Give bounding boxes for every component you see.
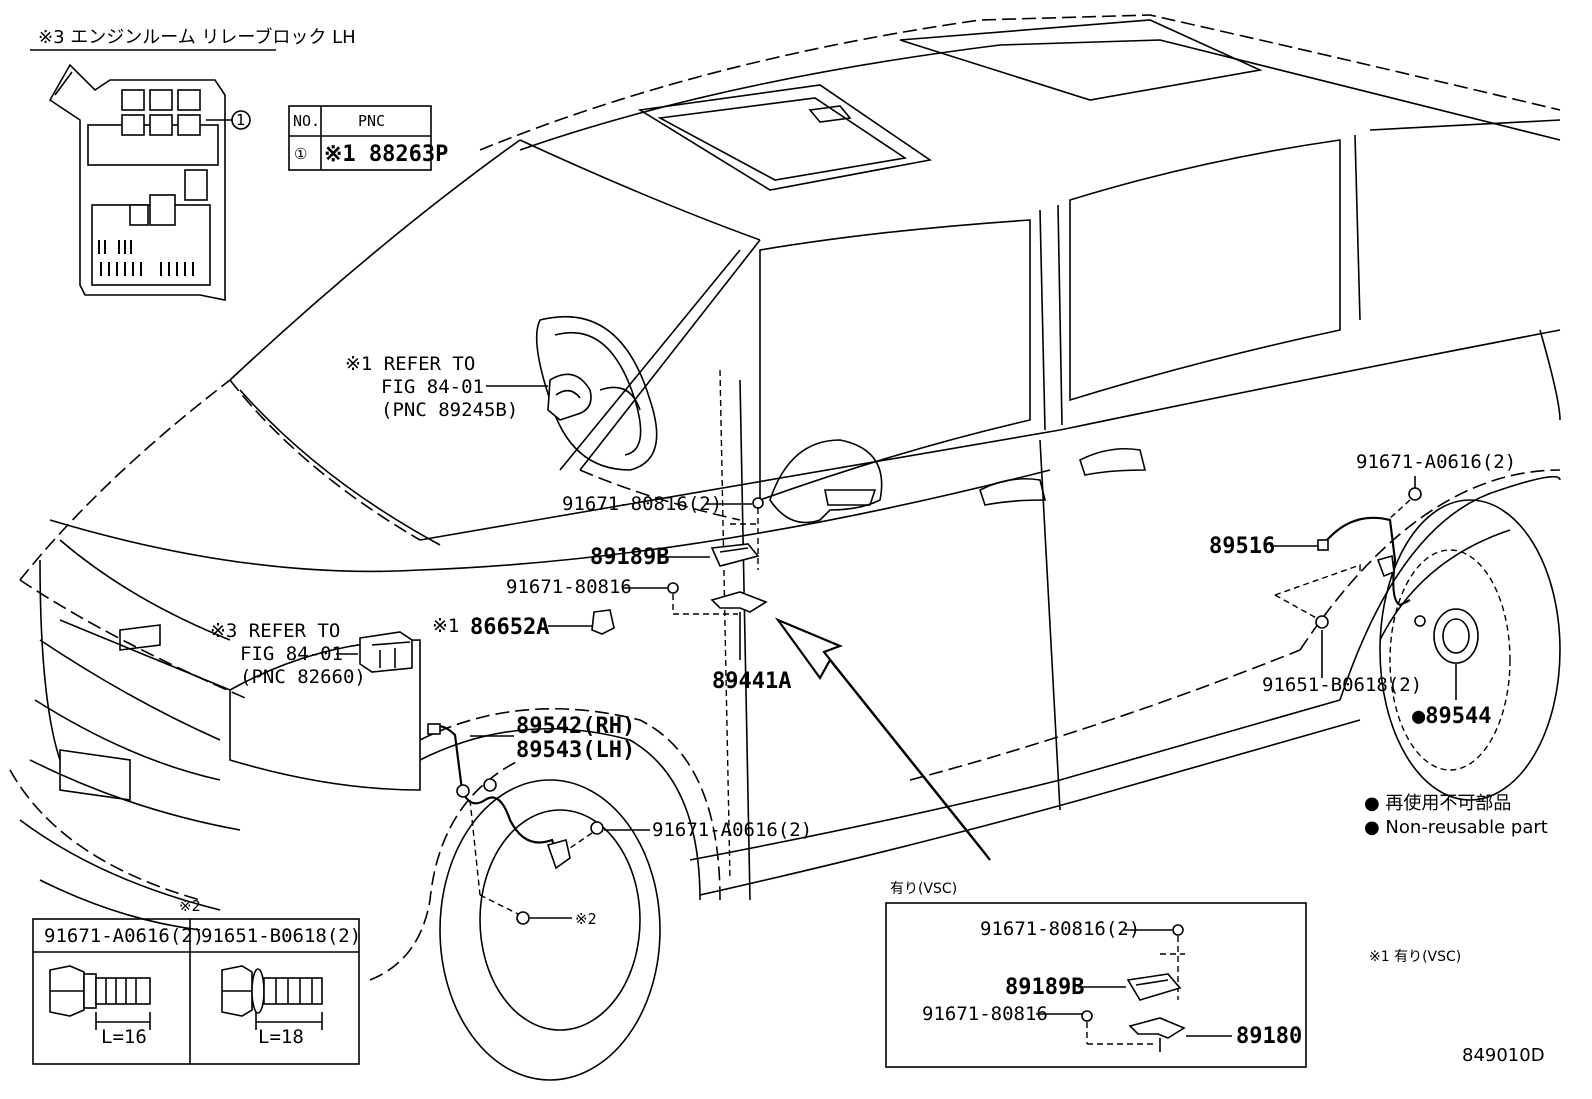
86652a-label: 86652A [470, 615, 549, 640]
89189b-label: 89189B [590, 545, 669, 570]
callout-1-label: 1 [236, 111, 245, 129]
89544-label: ●89544 [1412, 704, 1491, 729]
refer3-line2: FIG 84-01 [240, 643, 343, 665]
refer1-line2: FIG 84-01 [381, 376, 484, 398]
callout-front-speed-sensor: 89542(RH) 89543(LH) ※2 91671-A0616(2) [427, 714, 812, 928]
86652a-part [591, 609, 615, 635]
note2-mark-front: ※2 [575, 910, 597, 928]
91671-80816-2-label: 91671-80816(2) [562, 493, 722, 515]
86652a-note: ※1 [432, 615, 459, 637]
89542-label: 89542(RH) [516, 714, 635, 739]
89441a-part [710, 591, 768, 613]
refer3-line3: (PNC 82660) [240, 666, 366, 688]
rear-sensor-harness [1321, 516, 1411, 607]
callout-1-circle [231, 110, 251, 130]
vsc-box: 有り(VSC) 91671-80816(2) 89189B 91671-8081… [885, 881, 1307, 1068]
vsc-p4-label: 89180 [1236, 1024, 1302, 1049]
vsc-89189b-part [1126, 973, 1182, 1001]
refer1-line1: ※1 REFER TO [345, 353, 475, 375]
pnc-table-header-no: NO. [293, 112, 320, 130]
refer1-line3: (PNC 89245B) [381, 399, 518, 421]
pnc-table-row-no: ① [294, 145, 307, 163]
vsc-89180-part [1128, 1017, 1186, 1039]
89189b-part [710, 543, 760, 567]
relay-block-inset: ※3 エンジンルーム リレーブロック LH [30, 26, 448, 301]
vsc-p3-label: 91671-80816 [922, 1003, 1048, 1025]
note-1: ※1 有り(VSC) [1369, 949, 1461, 965]
91671-80816-label: 91671-80816 [506, 576, 632, 598]
callout-refer-1: ※1 REFER TO FIG 84-01 (PNC 89245B) [345, 353, 592, 421]
bolt-drawing-1: L=16 [49, 965, 151, 1048]
pnc-table: NO. PNC ① ※1 88263P [288, 105, 448, 171]
91651-b0618-2-label: 91651-B0618(2) [1262, 674, 1422, 696]
callout-front-sensor-cluster: 91671-80816(2) 89189B 91671-80816 89441A [506, 493, 991, 861]
bolt-table-col2: 91651-B0618(2) [201, 925, 361, 947]
relay-part [359, 631, 413, 673]
relay-block-title: ※3 エンジンルーム リレーブロック LH [38, 26, 356, 48]
refer3-line1: ※3 REFER TO [210, 620, 340, 642]
bolt-drawing-2: L=18 [221, 965, 323, 1048]
bolt-table: ※2 91671-A0616(2) 91651-B0618(2) L=16 [32, 897, 361, 1065]
pnc-table-header-pnc: PNC [358, 112, 385, 130]
bolt-table-note: ※2 [179, 897, 201, 915]
spiral-cable-part [547, 373, 592, 421]
89544-part [1433, 608, 1479, 664]
91671-a0616-2-rear-label: 91671-A0616(2) [1356, 451, 1516, 473]
figure-code: 849010D [1462, 1045, 1545, 1066]
callout-rear-speed-sensor: 91671-A0616(2) 89516 91651-B0618(2) ●895… [1209, 451, 1516, 729]
bolt-length-2: L=18 [258, 1026, 304, 1048]
bolt-length-1: L=16 [101, 1026, 147, 1048]
locator-arrow [774, 617, 991, 861]
legend: ● 再使用不可部品 ● Non-reusable part [1364, 793, 1548, 838]
vsc-p1-label: 91671-80816(2) [980, 918, 1140, 940]
vsc-box-title: 有り(VSC) [890, 881, 957, 897]
vehicle-outline [9, 14, 1561, 1081]
91671-a0616-2-front-label: 91671-A0616(2) [652, 819, 812, 841]
89441a-label: 89441A [712, 669, 791, 694]
callout-86652a: ※1 86652A [432, 609, 615, 640]
89543-label: 89543(LH) [516, 738, 635, 763]
pnc-table-row-pnc: ※1 88263P [324, 142, 448, 167]
legend-en: ● Non-reusable part [1364, 817, 1548, 838]
bolt-table-col1: 91671-A0616(2) [44, 925, 204, 947]
front-sensor-harness [427, 724, 560, 857]
vsc-p2-label: 89189B [1005, 975, 1084, 1000]
legend-jp: ● 再使用不可部品 [1364, 793, 1511, 814]
callout-refer-3: ※3 REFER TO FIG 84-01 (PNC 82660) [210, 620, 413, 688]
89516-label: 89516 [1209, 534, 1275, 559]
